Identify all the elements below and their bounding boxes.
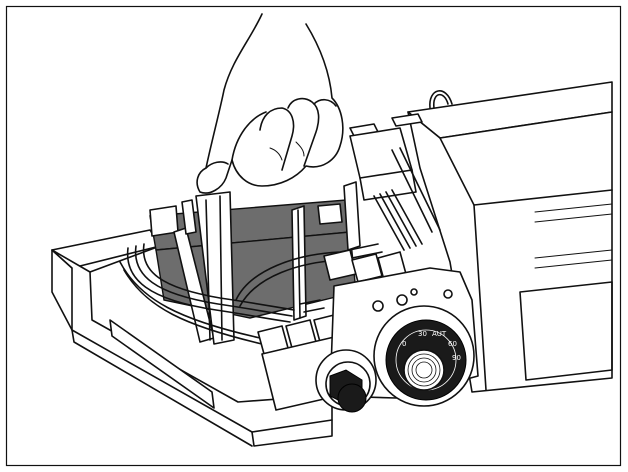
dial-mark-30: 30 <box>418 330 427 338</box>
guide-rails <box>173 181 361 345</box>
unit-housing <box>349 81 613 393</box>
wiring-harness <box>119 147 441 345</box>
figure-border <box>5 5 622 467</box>
thermostat-dial: 0 30 AUT 60 90 <box>373 305 475 407</box>
dial-mark-0: 0 <box>402 340 406 348</box>
hand-illustration <box>196 13 344 194</box>
tray-base <box>51 229 333 447</box>
dial-mark-90: 90 <box>452 354 461 362</box>
dial-mark-aut: AUT <box>432 330 447 338</box>
temperature-knob <box>315 349 377 413</box>
dial-mark-60: 60 <box>448 340 457 348</box>
